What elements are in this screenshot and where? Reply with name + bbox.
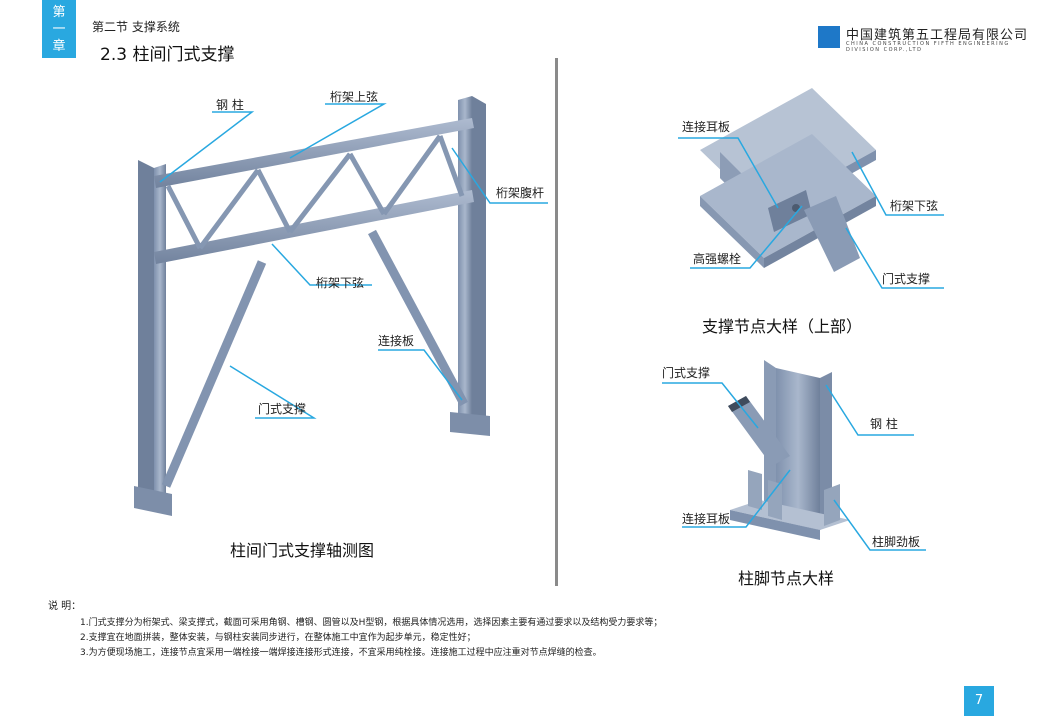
base-stiffeners — [748, 470, 840, 526]
upper-node-detail — [678, 88, 944, 289]
label-steel-column: 钢 柱 — [870, 417, 898, 431]
company-name-cn: 中国建筑第五工程局有限公司 — [846, 28, 1029, 43]
label-truss-bottom-chord: 桁架下弦 — [316, 276, 365, 290]
label-base-stiffener: 柱脚劲板 — [872, 535, 921, 549]
truss-bottom-chord — [154, 190, 474, 264]
portal-brace-axonometric — [134, 96, 548, 516]
label-connecting-plate: 连接板 — [378, 334, 415, 348]
company-logo-icon — [818, 26, 840, 48]
caption-upper-node: 支撑节点大样（上部） — [702, 317, 863, 336]
chapter-tab-char: 章 — [52, 39, 66, 54]
portal-brace-right — [368, 229, 468, 407]
truss-web-members — [165, 134, 465, 250]
chapter-tab-char: 一 — [52, 22, 66, 37]
notes-title: 说 明： — [48, 601, 82, 612]
caption-base-node: 柱脚节点大样 — [738, 569, 835, 588]
note-item: 2.支撑宜在地面拼装，整体安装，与钢柱安装同步进行，在整体施工中宜作为起步单元，… — [80, 633, 476, 643]
caption-axonometric: 柱间门式支撑轴测图 — [230, 541, 375, 560]
chapter-tab: 第 一 章 — [42, 0, 76, 58]
base-portal-brace — [728, 396, 790, 466]
base-steel-column — [776, 368, 820, 530]
label-portal-brace: 门式支撑 — [662, 366, 711, 380]
label-lug-plate: 连接耳板 — [682, 120, 731, 134]
label-truss-top-chord: 桁架上弦 — [330, 90, 379, 104]
label-portal-brace: 门式支撑 — [258, 402, 307, 416]
lug-plate — [768, 190, 812, 232]
vertical-divider — [555, 58, 558, 586]
right-steel-column — [458, 96, 472, 424]
page-number: 7 — [964, 686, 994, 716]
page-title: 2.3 柱间门式支撑 — [100, 45, 235, 65]
column-base-detail — [662, 360, 926, 551]
label-lug-plate: 连接耳板 — [682, 512, 731, 526]
label-steel-column: 钢 柱 — [216, 98, 244, 112]
note-item: 3.为方便现场施工，连接节点宜采用一端栓接一端焊接连接形式连接，不宜采用纯栓接。… — [80, 648, 602, 658]
truss-top-chord — [154, 118, 474, 188]
label-truss-bottom-chord: 桁架下弦 — [890, 199, 939, 213]
note-item: 1.门式支撑分为桁架式、梁支撑式，截面可采用角钢、槽钢、圆管以及H型钢，根据具体… — [80, 618, 663, 628]
left-steel-column — [138, 160, 154, 500]
section-label: 第二节 支撑系统 — [92, 20, 180, 34]
upper-portal-brace — [804, 196, 860, 272]
company-name-en: CHINA CONSTRUCTION FIFTH ENGINEERING DIV… — [846, 41, 1010, 53]
label-hs-bolt: 高强螺栓 — [693, 252, 742, 266]
label-truss-web: 桁架腹杆 — [496, 186, 545, 200]
portal-brace-left — [161, 260, 267, 488]
chapter-tab-char: 第 — [52, 5, 66, 20]
label-portal-brace: 门式支撑 — [882, 272, 931, 286]
